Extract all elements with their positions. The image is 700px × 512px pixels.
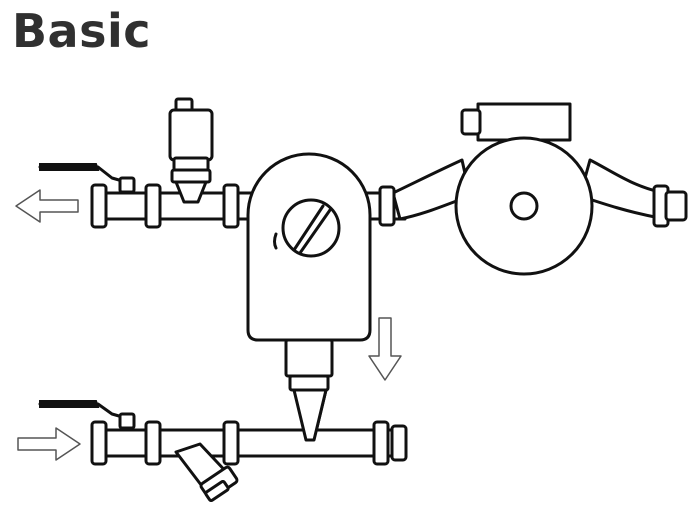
strainer-filter xyxy=(174,442,239,503)
separator xyxy=(246,152,372,442)
supply-outlet-ball-valve xyxy=(38,163,136,194)
inlet-arrow-right xyxy=(17,427,81,461)
diagram-title: Basic xyxy=(12,4,152,58)
top-fittings xyxy=(90,183,688,229)
bottom-pipe-line xyxy=(94,424,408,462)
return-inlet-ball-valve xyxy=(38,400,136,430)
circulation-pump xyxy=(454,102,594,276)
outlet-arrow-left xyxy=(15,189,79,223)
drain-arrow-down xyxy=(368,317,402,381)
bottom-fittings xyxy=(90,420,390,466)
separator-drain-tip xyxy=(292,388,328,442)
electric-actuator-valve xyxy=(168,97,214,204)
